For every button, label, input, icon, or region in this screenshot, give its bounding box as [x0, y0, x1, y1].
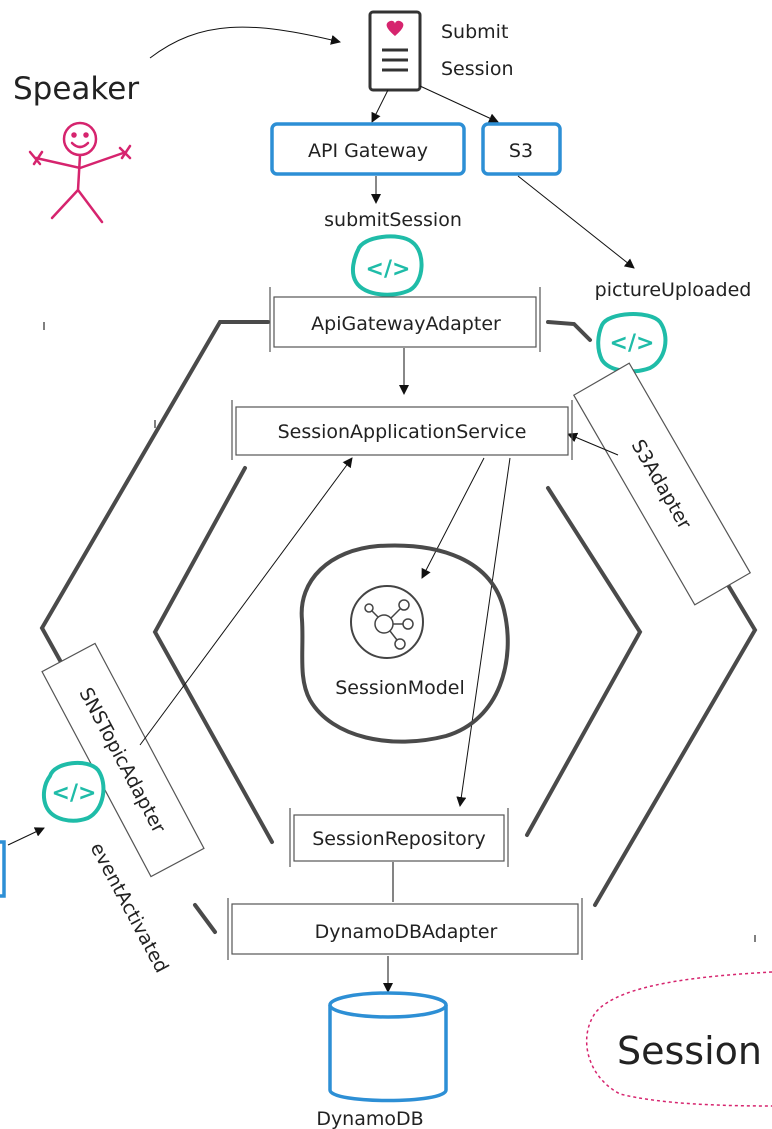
api-gateway-label: API Gateway — [308, 140, 428, 162]
picture-uploaded-label: pictureUploaded — [595, 279, 752, 301]
api-gateway-node: API Gateway — [270, 122, 466, 176]
document-icon — [368, 10, 422, 92]
speaker-to-document-arrow — [149, 26, 341, 59]
service-to-model-arrow — [421, 457, 485, 579]
sns-source-node — [0, 840, 6, 898]
sns-source-to-lambda-arrow — [7, 827, 45, 846]
session-context-label: Session — [617, 1029, 762, 1073]
session-label: Session — [441, 58, 514, 80]
s3-adapter-box: S3Adapter — [572, 362, 752, 606]
session-repository-box: SessionRepository — [289, 808, 509, 867]
event-activated-lambda-icon: </> — [41, 760, 106, 823]
graph-node-icon — [350, 585, 424, 659]
s3-label: S3 — [509, 140, 533, 162]
s3-to-pictureuploaded-arrow — [517, 175, 635, 269]
service-to-repository-arrow — [456, 457, 511, 807]
tick-marks — [43, 322, 756, 942]
s3adapter-to-service-arrow — [567, 432, 619, 456]
document-to-apigateway-arrow — [371, 89, 389, 123]
submit-session-label: submitSession — [324, 209, 462, 231]
api-gateway-adapter-box: ApiGatewayAdapter — [269, 287, 541, 352]
outer-hexagon — [39, 320, 758, 934]
session-application-service-box: SessionApplicationService — [231, 400, 573, 460]
session-model-label: SessionModel — [335, 677, 465, 699]
dynamodb-adapter-box: DynamoDBAdapter — [227, 898, 583, 960]
svg-text:</>: </> — [52, 781, 97, 806]
submit-session-lambda-icon: </> — [350, 234, 424, 297]
sns-adapter-to-service-arrow — [139, 457, 353, 746]
picture-uploaded-lambda-icon: </> — [596, 312, 668, 374]
dynamodb-label: DynamoDB — [316, 1108, 423, 1129]
session-repository-label: SessionRepository — [312, 828, 486, 850]
speaker-label: Speaker — [13, 71, 139, 107]
speaker-figure-icon — [28, 121, 132, 224]
session-model-node: SessionModel — [299, 543, 510, 744]
submit-label: Submit — [441, 21, 508, 43]
inner-hexagon — [152, 466, 643, 844]
svg-text:</>: </> — [366, 257, 411, 282]
session-application-service-label: SessionApplicationService — [278, 421, 527, 443]
session-bounded-context: Session — [585, 971, 772, 1107]
dynamodb-cylinder-icon — [328, 991, 448, 1103]
svg-text:</>: </> — [610, 331, 655, 356]
s3-node: S3 — [481, 122, 562, 176]
dynamodb-adapter-label: DynamoDBAdapter — [315, 921, 498, 943]
api-gateway-adapter-label: ApiGatewayAdapter — [311, 313, 501, 335]
document-to-s3-arrow — [419, 85, 499, 123]
